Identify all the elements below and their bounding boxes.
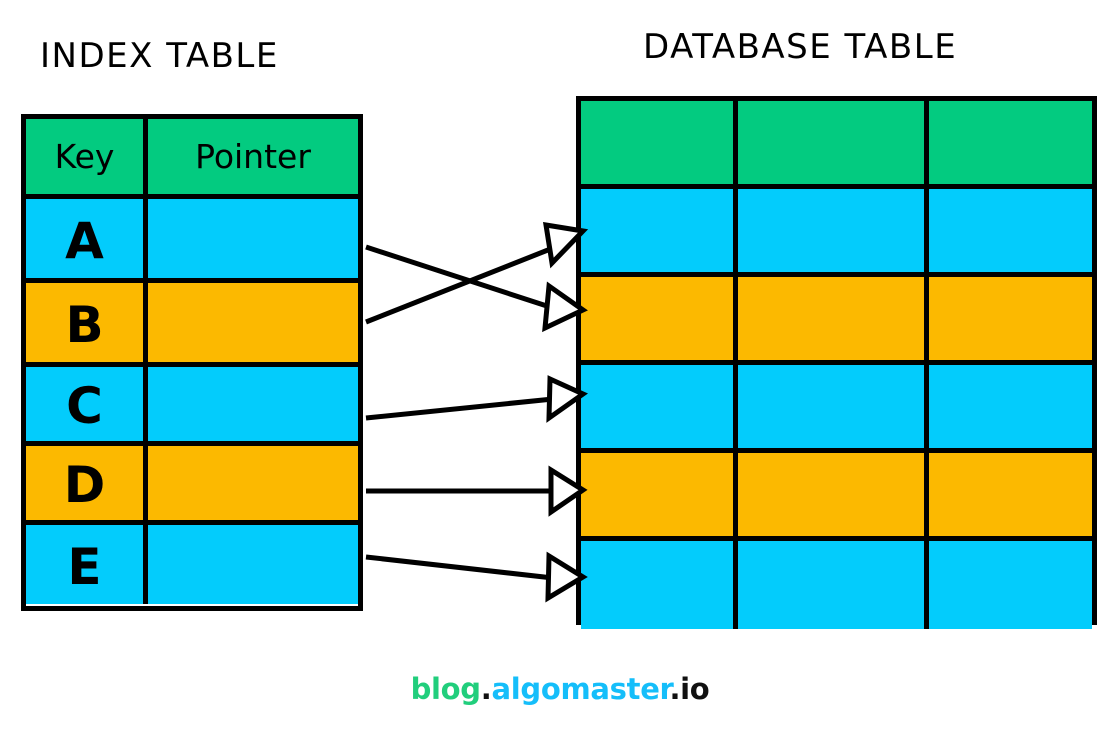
database-header-row — [581, 101, 1092, 189]
watermark-part-io: io — [680, 672, 710, 706]
watermark-part-blog: blog — [410, 672, 481, 706]
database-cell-1-0 — [581, 189, 738, 272]
watermark: blog.algomaster.io — [0, 672, 1120, 706]
database-cell-1-2 — [929, 189, 1092, 272]
index-row-a[interactable]: A — [26, 199, 358, 283]
database-cell-5-2 — [929, 541, 1092, 629]
index-key-cell-c: C — [26, 367, 148, 441]
database-row-2[interactable] — [581, 277, 1092, 365]
database-cell-5-1 — [738, 541, 929, 629]
index-header-cell-key: Key — [26, 119, 148, 194]
database-row-3[interactable] — [581, 365, 1092, 453]
index-key-label-d: D — [63, 456, 106, 514]
database-cell-4-1 — [738, 453, 929, 536]
database-row-4[interactable] — [581, 453, 1092, 541]
index-key-cell-b: B — [26, 283, 148, 362]
index-header-cell-pointer: Pointer — [148, 119, 358, 194]
index-key-cell-a: A — [26, 199, 148, 278]
watermark-dot-2: . — [669, 672, 681, 706]
database-cell-2-0 — [581, 277, 738, 360]
index-key-label-e: E — [67, 537, 102, 596]
database-cell-2-2 — [929, 277, 1092, 360]
database-cell-1-1 — [738, 189, 929, 272]
index-table-header-row: Key Pointer — [26, 119, 358, 199]
database-cell-2-1 — [738, 277, 929, 360]
index-pointer-cell-c — [148, 367, 358, 441]
index-key-cell-e: E — [26, 525, 148, 604]
database-header-cell-0 — [581, 101, 738, 184]
index-key-cell-d: D — [26, 446, 148, 520]
index-row-b[interactable]: B — [26, 283, 358, 367]
database-header-cell-2 — [929, 101, 1092, 184]
watermark-dot-1: . — [480, 672, 492, 706]
pointer-arrow-e — [365, 551, 588, 603]
index-table-title: INDEX TABLE — [40, 36, 279, 76]
database-row-5[interactable] — [581, 541, 1092, 629]
index-pointer-cell-b — [148, 283, 358, 362]
database-cell-3-0 — [581, 365, 738, 448]
database-cell-4-0 — [581, 453, 738, 536]
index-header-label-key: Key — [54, 137, 115, 176]
pointer-arrow-b — [365, 221, 589, 325]
index-key-label-c: C — [66, 377, 103, 435]
index-pointer-cell-a — [148, 199, 358, 278]
database-row-1[interactable] — [581, 189, 1092, 277]
pointer-arrow-a — [365, 244, 588, 333]
index-key-label-a: A — [65, 211, 104, 270]
database-cell-3-2 — [929, 365, 1092, 448]
database-header-cell-1 — [738, 101, 929, 184]
pointer-arrow-d — [366, 465, 588, 517]
index-pointer-cell-e — [148, 525, 358, 604]
database-table — [576, 96, 1097, 629]
database-cell-3-1 — [738, 365, 929, 448]
index-row-d[interactable]: D — [26, 446, 358, 525]
index-pointer-cell-d — [148, 446, 358, 520]
index-row-c[interactable]: C — [26, 367, 358, 446]
index-key-label-b: B — [65, 295, 104, 354]
database-cell-5-0 — [581, 541, 738, 629]
pointer-arrow-c — [365, 375, 589, 423]
index-table: Key Pointer A B C — [21, 114, 363, 611]
index-row-e[interactable]: E — [26, 525, 358, 604]
database-table-title: DATABASE TABLE — [643, 27, 958, 67]
database-cell-4-2 — [929, 453, 1092, 536]
index-header-label-pointer: Pointer — [195, 137, 311, 176]
watermark-part-algomaster: algomaster — [491, 672, 670, 706]
